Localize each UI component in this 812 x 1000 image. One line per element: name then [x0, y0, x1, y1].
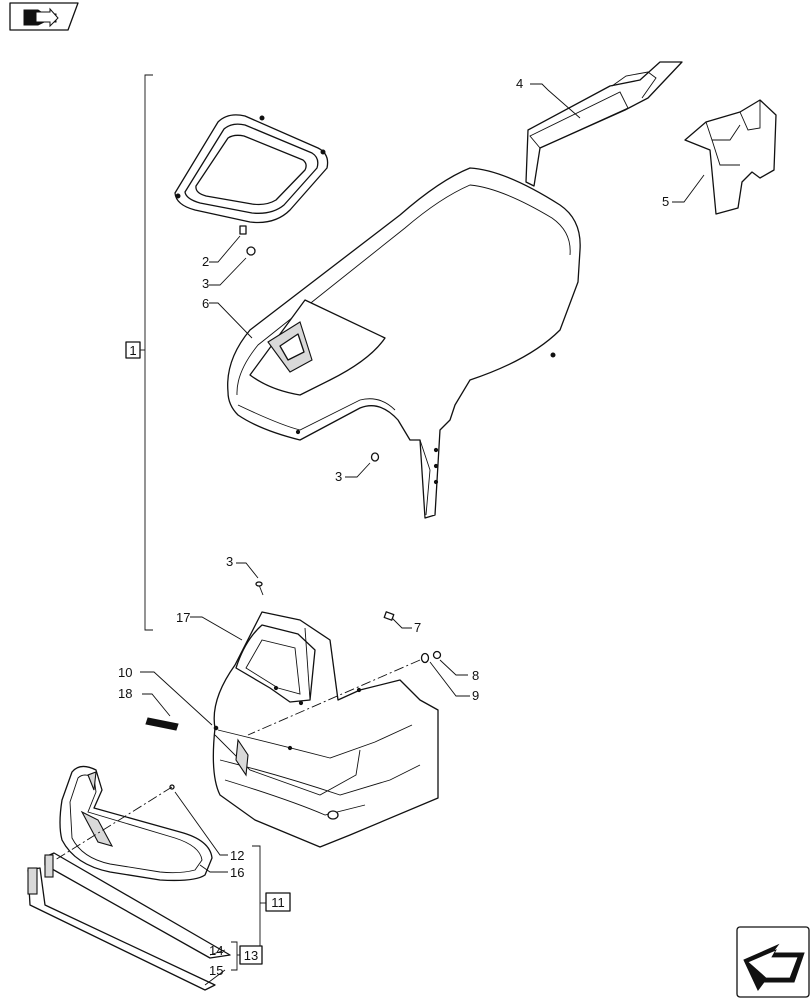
part-front-housing: [212, 611, 439, 848]
callout-1: 1: [129, 343, 136, 358]
callout-14: 14: [209, 943, 223, 958]
part-top-trim: [525, 61, 683, 187]
part-window-frame: [174, 114, 329, 235]
callout-3-nut-upper: 3: [202, 276, 209, 291]
part-badge-18: [145, 717, 179, 731]
callout-box-11: 11: [265, 892, 291, 912]
book-with-arrow-icon[interactable]: [9, 2, 79, 31]
callout-18: 18: [118, 686, 132, 701]
callout-6: 6: [202, 296, 209, 311]
part-washer-9: [420, 652, 430, 664]
assembly-bracket-13: [231, 941, 240, 971]
callout-16: 16: [230, 865, 244, 880]
part-screw-3c: [255, 581, 264, 596]
callout-11: 11: [271, 895, 285, 910]
callout-2: 2: [202, 254, 209, 269]
callout-13: 13: [244, 948, 258, 963]
callout-15: 15: [209, 963, 223, 978]
part-bolt-8: [432, 650, 442, 660]
callout-box-1: 1: [125, 341, 141, 359]
part-decal-14: [44, 852, 231, 959]
part-nut-3b: [370, 452, 380, 462]
assembly-bracket-11: [252, 845, 266, 961]
callout-3-nut-lower: 3: [335, 469, 342, 484]
part-decal-15: [27, 867, 216, 991]
callout-12: 12: [230, 848, 244, 863]
callout-17: 17: [176, 610, 190, 625]
callout-8: 8: [472, 668, 479, 683]
callout-4: 4: [516, 76, 523, 91]
part-nut-3a: [246, 246, 256, 256]
assembly-bracket-1: [140, 74, 153, 631]
part-hood: [227, 167, 581, 519]
callout-7: 7: [414, 620, 421, 635]
callout-9: 9: [472, 688, 479, 703]
leader-lines: [140, 83, 705, 986]
callout-10: 10: [118, 665, 132, 680]
assembly-line-bolt: [247, 659, 421, 736]
callout-3-screw: 3: [226, 554, 233, 569]
part-headlight-bezel: [59, 765, 213, 882]
part-clip-7: [383, 611, 395, 621]
callout-5: 5: [662, 194, 669, 209]
callout-box-13: 13: [239, 945, 263, 965]
part-screw-10: [213, 725, 219, 731]
assembly-line-bezel: [54, 786, 173, 861]
part-side-trim: [684, 99, 777, 215]
navigation-arrow-icon[interactable]: [736, 926, 810, 998]
